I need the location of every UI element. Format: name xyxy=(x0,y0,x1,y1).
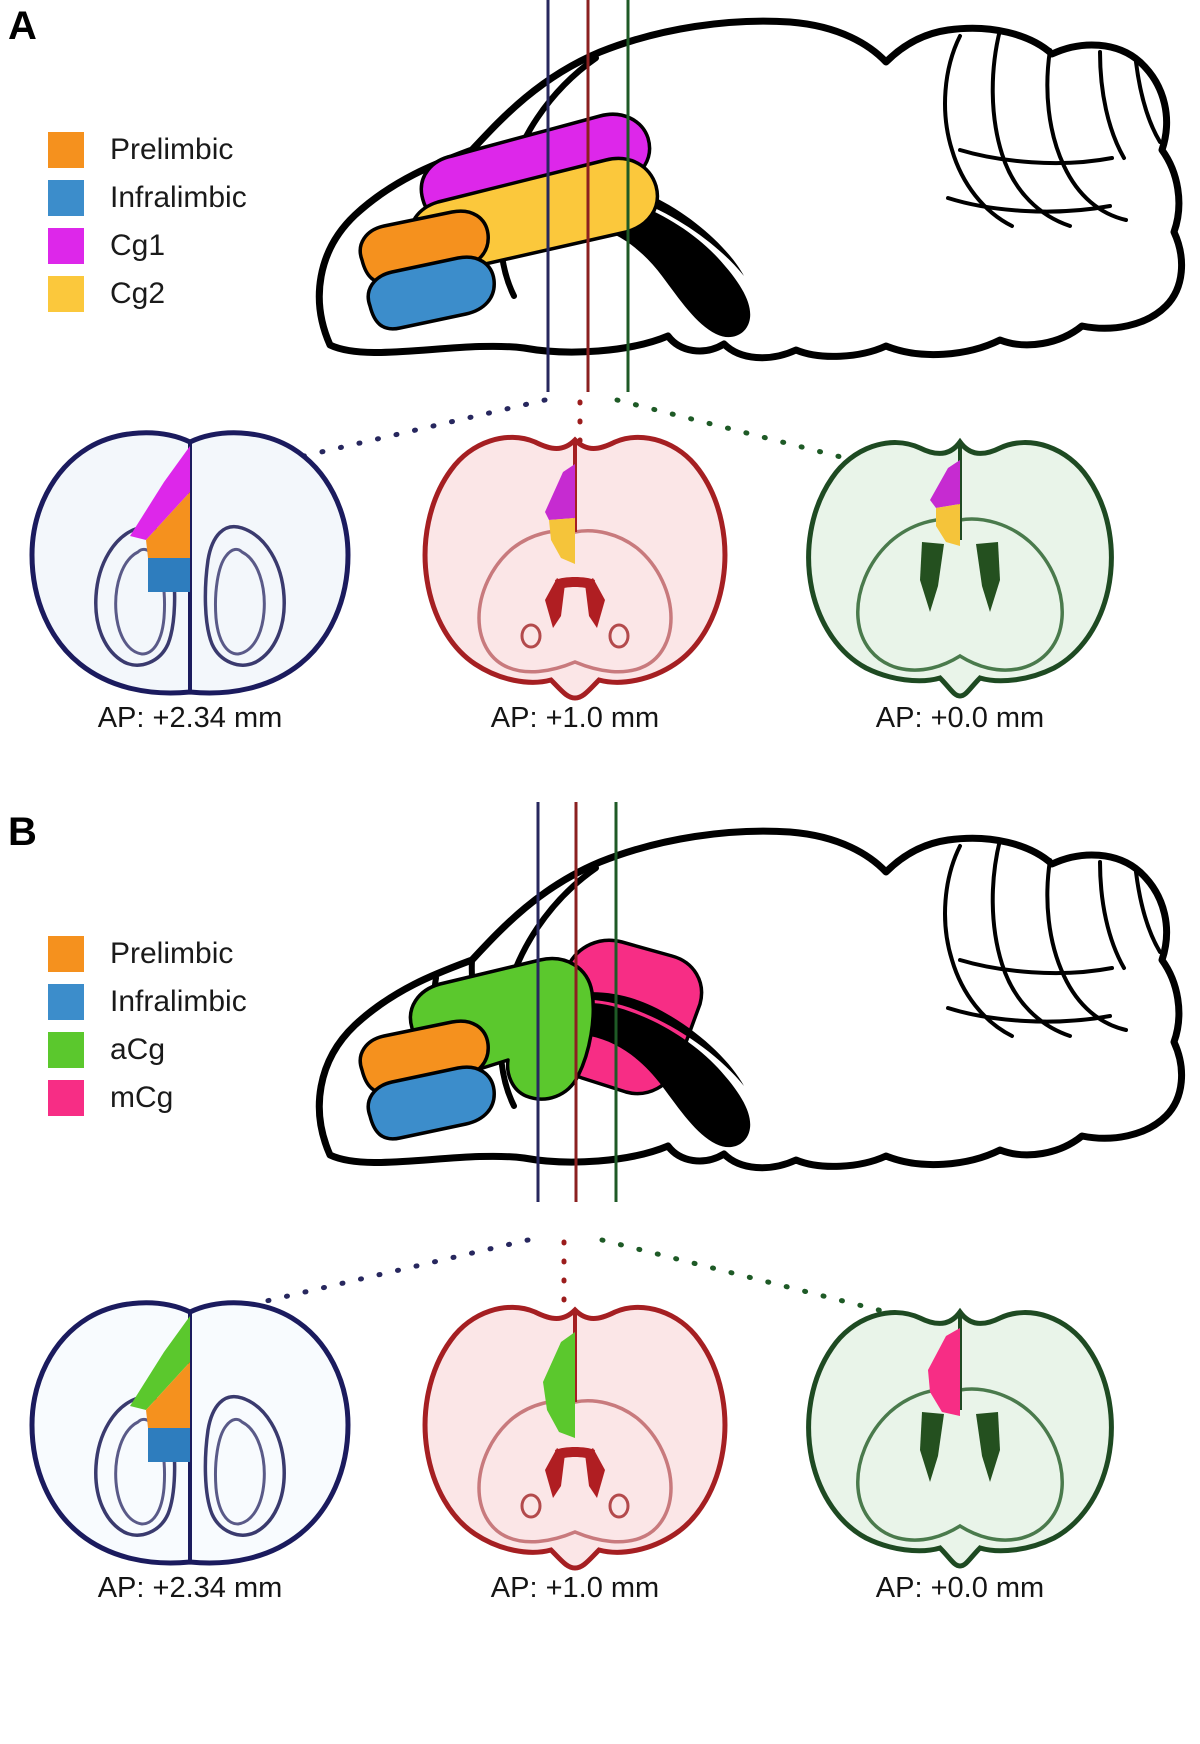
ventricle-bridge xyxy=(555,1447,595,1460)
section-caption-ap-2-34: AP: +2.34 mm xyxy=(97,1572,283,1604)
panel-a-sections: AP: +2.34 mm AP: +1. xyxy=(0,400,1200,800)
legend-label-infralimbic: Infralimbic xyxy=(110,985,247,1018)
ventricle-left xyxy=(545,578,565,628)
corpus-callosum xyxy=(528,192,751,338)
cerebellum-detail xyxy=(943,838,1162,1038)
panel-a-legend: Prelimbic Infralimbic Cg1 Cg2 xyxy=(48,126,247,318)
region-acg xyxy=(543,1332,575,1438)
section-caption-ap-2-34: AP: +2.34 mm xyxy=(97,702,283,734)
region-cg2 xyxy=(549,518,575,564)
ventricle-left xyxy=(920,542,944,612)
ventricle-right xyxy=(976,1412,1000,1482)
striatum-right-inner xyxy=(214,547,266,656)
ventricle-right xyxy=(976,542,1000,612)
connector-right-dotted xyxy=(599,1237,933,1326)
panel-a-section-ap-2-34: AP: +2.34 mm xyxy=(10,400,370,735)
legend-item-acg: aCg xyxy=(48,1026,247,1074)
panel-b-section-ap-2-34: AP: +2.34 mm xyxy=(10,1270,370,1605)
inner-structure xyxy=(856,517,1064,672)
corpus-callosum xyxy=(528,1002,751,1148)
ventricle-right xyxy=(585,1448,605,1498)
coronal-outline xyxy=(806,437,1114,699)
legend-item-prelimbic: Prelimbic xyxy=(48,126,247,174)
region-cg1 xyxy=(545,464,575,520)
coronal-outline xyxy=(806,1307,1114,1569)
region-infralimbic xyxy=(148,558,190,592)
panel-a-section-ap-0-0: AP: +0.0 mm xyxy=(780,400,1140,735)
legend-label-infralimbic: Infralimbic xyxy=(110,181,247,214)
panel-b: B Prelimbic Infralimbic aCg mCg xyxy=(0,800,1200,1684)
connector-left-dotted xyxy=(172,397,548,489)
legend-swatch-cg2 xyxy=(48,276,84,312)
panel-a-sagittal-brain xyxy=(300,0,1200,400)
panel-b-sagittal-brain xyxy=(300,802,1200,1210)
region-prelimbic xyxy=(146,1362,190,1428)
panel-a-section-ap-1-0: AP: +1.0 mm xyxy=(395,400,755,735)
panel-b-sections: AP: +2.34 mm AP: +1.0 mm xyxy=(0,1270,1200,1744)
region-acg xyxy=(130,1316,190,1410)
legend-swatch-acg xyxy=(48,1032,84,1068)
section-caption-ap-1-0: AP: +1.0 mm xyxy=(490,1572,660,1604)
brain-outline xyxy=(315,17,1186,362)
foramen-right xyxy=(608,623,630,649)
inner-structure xyxy=(856,1387,1064,1542)
ventricle-left xyxy=(545,1448,565,1498)
foramen-left xyxy=(520,623,542,649)
panel-b-legend: Prelimbic Infralimbic aCg mCg xyxy=(48,930,247,1122)
legend-label-mcg: mCg xyxy=(110,1081,174,1114)
region-cg1 xyxy=(930,460,960,508)
panel-b-section-ap-1-0: AP: +1.0 mm xyxy=(395,1270,755,1605)
region-infralimbic xyxy=(148,1428,190,1462)
section-caption-ap-1-0: AP: +1.0 mm xyxy=(490,702,660,734)
region-infralimbic xyxy=(366,255,496,331)
section-caption-ap-0-0: AP: +0.0 mm xyxy=(875,702,1045,734)
panel-a-letter: A xyxy=(8,4,38,48)
legend-swatch-prelimbic xyxy=(48,936,84,972)
legend-label-acg: aCg xyxy=(110,1033,166,1066)
legend-swatch-prelimbic xyxy=(48,132,84,168)
legend-item-infralimbic: Infralimbic xyxy=(48,978,247,1026)
panel-a: A Prelimbic Infralimbic Cg1 Cg2 xyxy=(0,0,1200,800)
foramen-right xyxy=(608,1493,630,1519)
legend-label-prelimbic: Prelimbic xyxy=(110,133,234,166)
inner-structure xyxy=(477,529,673,674)
region-prelimbic xyxy=(146,492,190,558)
legend-swatch-cg1 xyxy=(48,228,84,264)
panel-b-letter: B xyxy=(8,810,38,854)
legend-item-mcg: mCg xyxy=(48,1074,247,1122)
region-cg1 xyxy=(130,446,190,540)
ventricle-left xyxy=(920,1412,944,1482)
connector-right-dotted xyxy=(614,397,958,489)
coronal-outline xyxy=(422,434,728,701)
region-mcg xyxy=(928,1328,960,1416)
legend-label-cg2: Cg2 xyxy=(110,277,166,310)
legend-item-cg2: Cg2 xyxy=(48,270,247,318)
striatum-right xyxy=(203,524,286,667)
legend-label-prelimbic: Prelimbic xyxy=(110,937,234,970)
legend-item-cg1: Cg1 xyxy=(48,222,247,270)
ventricle-bridge xyxy=(555,577,595,590)
ventricle-right xyxy=(585,578,605,628)
region-cg2 xyxy=(936,504,960,546)
legend-swatch-infralimbic xyxy=(48,180,84,216)
inner-structure xyxy=(477,1399,673,1544)
foramen-left xyxy=(520,1493,542,1519)
section-caption-ap-0-0: AP: +0.0 mm xyxy=(875,1572,1045,1604)
region-infralimbic xyxy=(366,1065,496,1141)
striatum-right xyxy=(203,1394,286,1537)
legend-label-cg1: Cg1 xyxy=(110,229,166,262)
panel-b-section-ap-0-0: AP: +0.0 mm xyxy=(780,1270,1140,1605)
legend-swatch-infralimbic xyxy=(48,984,84,1020)
striatum-right-inner xyxy=(214,1417,266,1526)
legend-item-prelimbic: Prelimbic xyxy=(48,930,247,978)
cerebellum-detail xyxy=(943,28,1162,228)
legend-swatch-mcg xyxy=(48,1080,84,1116)
legend-item-infralimbic: Infralimbic xyxy=(48,174,247,222)
